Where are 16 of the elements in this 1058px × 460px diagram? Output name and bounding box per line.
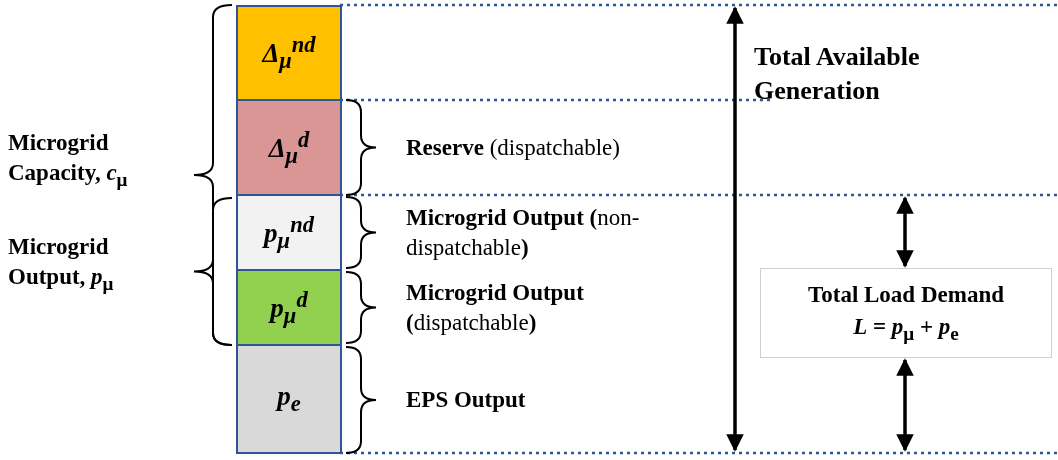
- math-label: p$_{e}$: [277, 380, 301, 419]
- stack-block: [236, 194, 342, 271]
- text-line: L = p$_{μ}$ + p$_{e}$: [853, 312, 959, 346]
- stack-block: [236, 99, 342, 196]
- arrow-label: Total Available Generation: [754, 41, 921, 107]
- text-line: Total Load Demand: [808, 280, 1004, 309]
- stack-block: [236, 344, 342, 454]
- brace-label: Reserve (dispatchable): [406, 134, 621, 162]
- text-box: [760, 268, 1052, 358]
- brace-label: EPS Output: [406, 386, 527, 414]
- stack-block: [236, 5, 342, 101]
- brace-label: Microgrid Output (dispatchable): [406, 279, 585, 337]
- brace-label: Microgrid Output (non-dispatchable): [406, 204, 641, 262]
- brace-label: Microgrid Capacity, c$_{μ}$: [8, 129, 129, 192]
- brace-label: Microgrid Output, p$_{μ}$: [8, 233, 115, 296]
- stack-block: [236, 269, 342, 346]
